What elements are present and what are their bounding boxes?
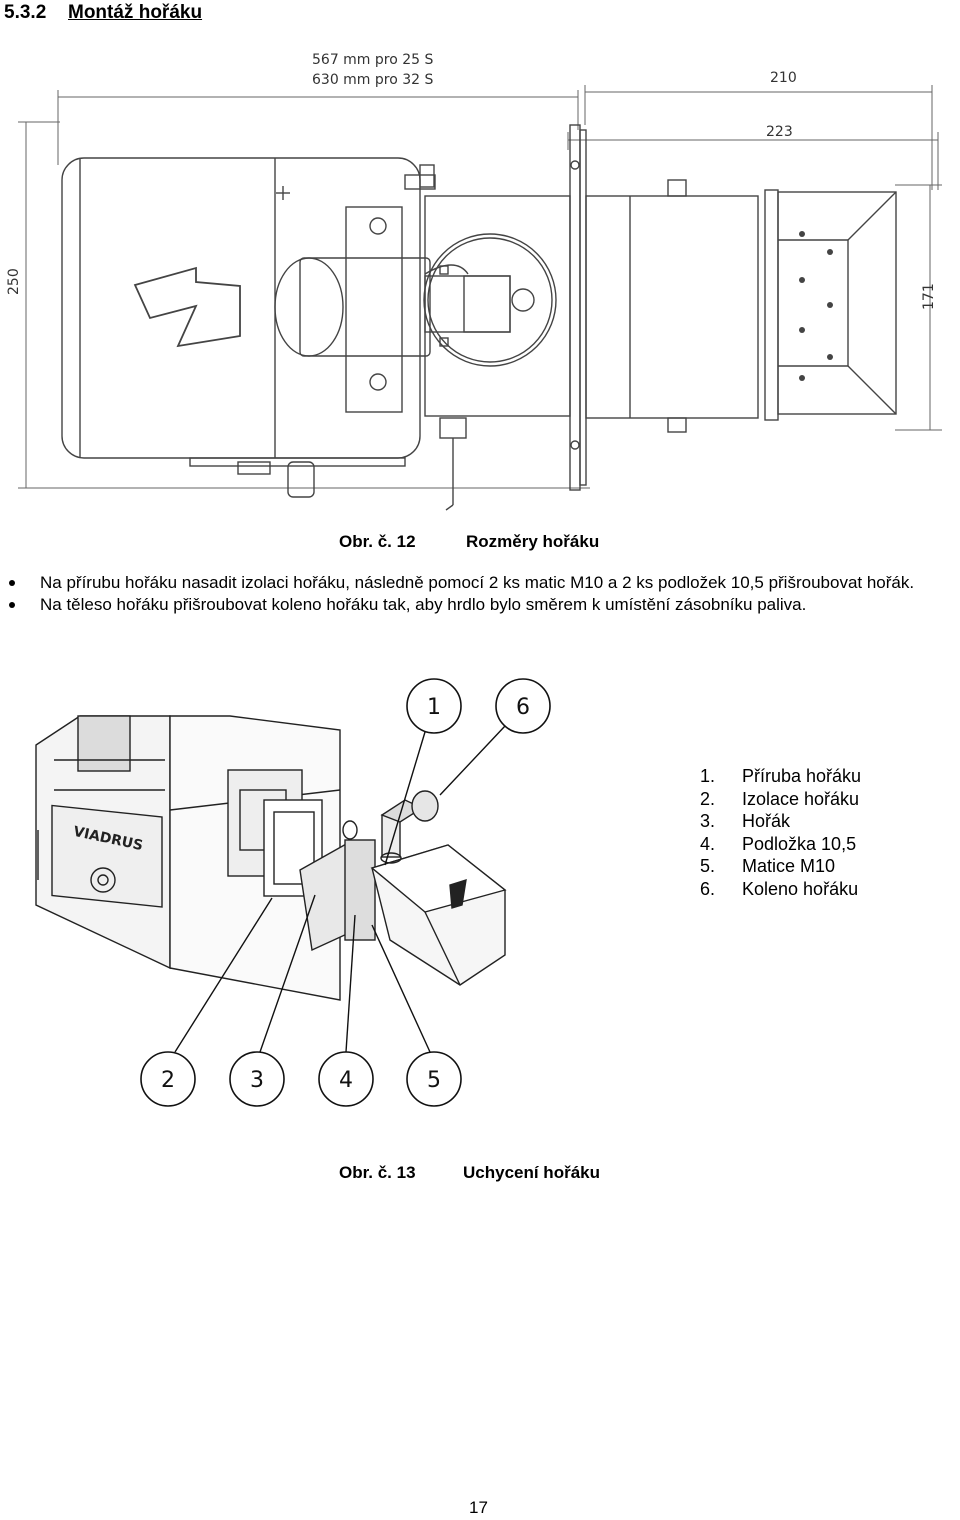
callout-2: 2 — [161, 1068, 175, 1093]
callout-3: 3 — [250, 1068, 264, 1093]
dimension-lines — [18, 85, 942, 489]
section-heading: 5.3.2 Montáž hořáku — [4, 2, 202, 24]
callout-4: 4 — [339, 1068, 353, 1093]
instruction-list: Na přírubu hořáku nasadit izolaci hořáku… — [6, 572, 956, 616]
burner-housing — [423, 195, 571, 511]
leader-lines — [174, 725, 506, 1053]
figure13-caption-title: Uchycení hořáku — [463, 1163, 600, 1182]
legend-item: 4.Podložka 10,5 — [700, 833, 857, 854]
boiler: VIADRUS — [35, 715, 341, 1001]
burner-installation-drawing: VIADRUS 1 6 2 — [35, 678, 551, 1107]
dim-567: 567 mm pro 25 S — [312, 52, 434, 68]
section-number: 5.3.2 — [4, 2, 47, 23]
dim-250: 250 — [6, 268, 22, 295]
page-number: 17 — [469, 1498, 488, 1517]
legend-item: 2.Izolace hořáku — [700, 788, 860, 809]
instruction-item: Na přírubu hořáku nasadit izolaci hořáku… — [6, 572, 956, 594]
callout-6: 6 — [516, 695, 530, 720]
figure12-caption-title: Rozměry hořáku — [466, 532, 600, 551]
callouts — [140, 678, 551, 1107]
burner-flange — [345, 206, 403, 413]
dim-171: 171 — [921, 283, 937, 310]
mounting-plate — [569, 124, 587, 491]
burner-tube — [274, 257, 431, 357]
dim-630: 630 mm pro 32 S — [312, 72, 434, 88]
burner-unit — [299, 790, 507, 986]
dim-210: 210 — [770, 70, 797, 86]
legend-item: 1.Příruba hořáku — [700, 766, 862, 786]
figure12-caption-number: Obr. č. 12 — [339, 532, 416, 551]
legend-item: 3.Hořák — [700, 811, 791, 831]
feeder-hopper — [585, 179, 897, 433]
legend-item: 5.Matice M10 — [700, 856, 836, 876]
legend-item: 6.Koleno hořáku — [700, 878, 859, 899]
callout-1: 1 — [427, 695, 441, 720]
section-title: Montáž hořáku — [68, 2, 203, 23]
instruction-item: Na těleso hořáku přišroubovat koleno hoř… — [6, 594, 956, 616]
figure13-caption-number: Obr. č. 13 — [339, 1163, 416, 1182]
burner-body — [61, 157, 436, 498]
callout-labels: 1 6 2 3 4 5 — [161, 695, 530, 1093]
dim-223: 223 — [766, 124, 793, 140]
callout-5: 5 — [427, 1068, 441, 1093]
parts-legend: 1.Příruba hořáku 2.Izolace hořáku 3.Hořá… — [700, 765, 861, 900]
dimension-labels: 567 mm pro 25 S 630 mm pro 32 S 210 223 … — [6, 52, 937, 310]
burner-dimension-drawing: 567 mm pro 25 S 630 mm pro 32 S 210 223 … — [6, 52, 942, 511]
